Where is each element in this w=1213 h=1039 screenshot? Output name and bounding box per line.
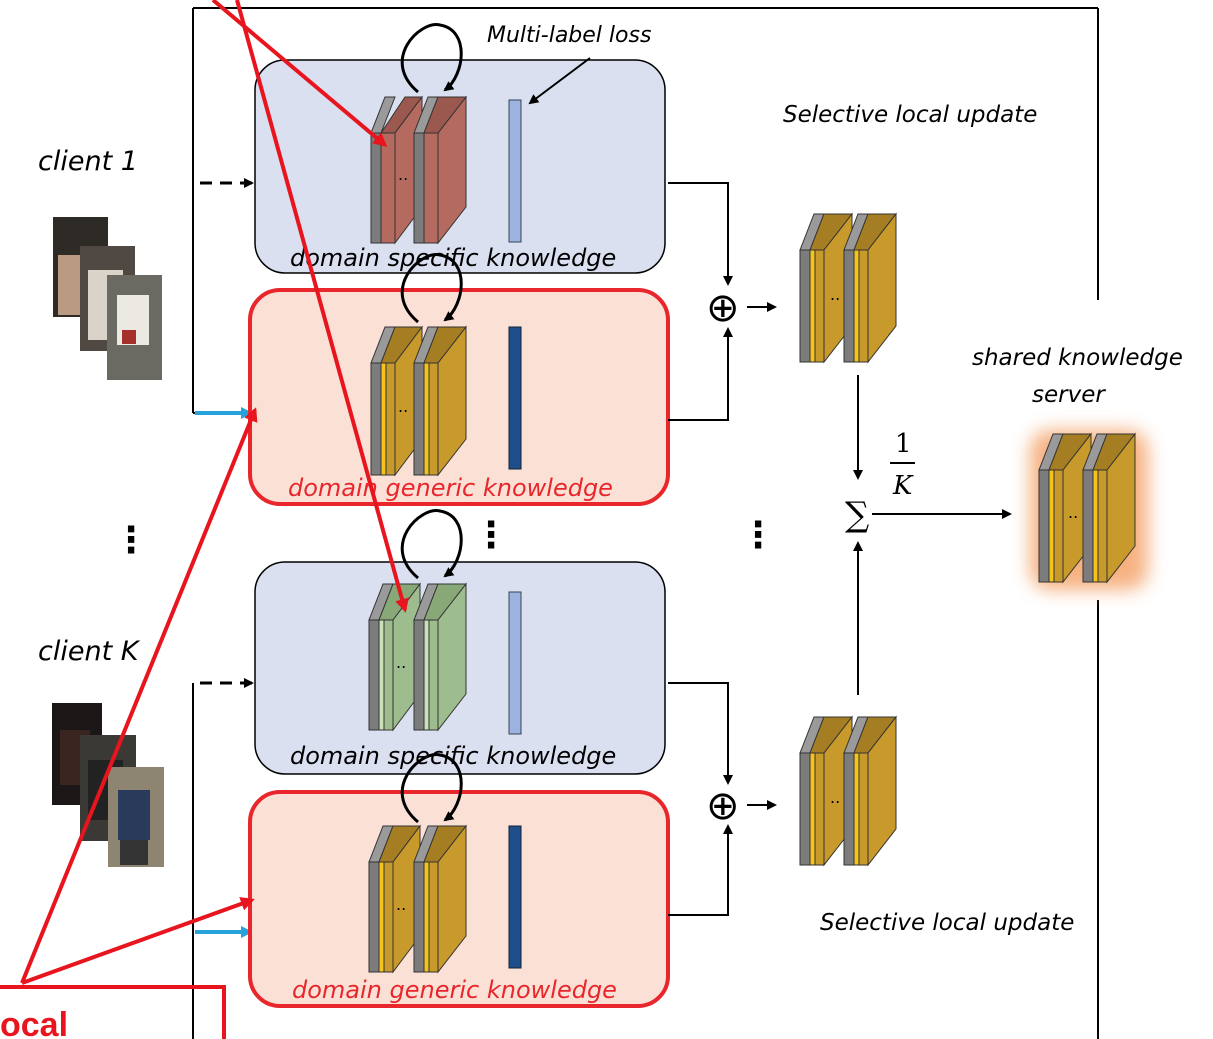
light-blue-bar-bottom: [508, 591, 522, 735]
layer-dots: ..: [830, 788, 840, 807]
ellipsis-middle: ⋮: [473, 515, 509, 556]
client-k-label: client K: [38, 636, 141, 667]
client-k-images: person-image-stack-icon: [52, 703, 164, 867]
light-blue-bar-top: [508, 99, 522, 243]
top-fusion-connectors: [668, 182, 777, 421]
dark-blue-bar-bottom: [508, 825, 522, 969]
ellipsis-left: ⋮: [113, 520, 149, 561]
multi-label-loss-label: Multi-label loss: [487, 23, 651, 48]
shared-knowledge-label-line2: server: [1032, 382, 1106, 408]
layer-dots: ..: [1068, 503, 1078, 522]
fraction-denominator: K: [892, 471, 914, 501]
layer-dots: ..: [396, 653, 406, 672]
layer-dots: ..: [396, 895, 406, 914]
selective-local-update-top: Selective local update: [783, 102, 1037, 128]
layer-dots: ..: [398, 397, 408, 416]
domain-generic-label-bottom: domain generic knowledge: [292, 976, 617, 1004]
domain-generic-label-top: domain generic knowledge: [288, 474, 613, 502]
selective-local-update-bottom: Selective local update: [820, 910, 1074, 936]
generic-layer-stack-bottom: ..: [368, 824, 468, 974]
fraction-numerator: 1: [895, 429, 912, 459]
fused-layer-stack-bottom: ..: [799, 715, 898, 867]
specific-layer-stack-bottom: ..: [368, 582, 468, 732]
client-1-label: client 1: [38, 146, 138, 177]
red-annotation-arrows: [20, 0, 409, 985]
shared-knowledge-label-line1: shared knowledge: [972, 345, 1183, 371]
ellipsis-right: ⋮: [740, 515, 776, 556]
feedback-loop-icon: [400, 509, 463, 580]
client-1-images: person-image-stack-icon: [53, 217, 162, 380]
outer-frame: [192, 7, 1099, 1039]
oplus-icon: ⊕: [706, 285, 740, 331]
red-annotation-box: [0, 985, 226, 1039]
feedback-loop-icon: [400, 753, 463, 824]
feedback-loop-icon: [400, 253, 463, 324]
layer-dots: ..: [830, 285, 840, 304]
layer-dots: ..: [398, 165, 408, 184]
multi-label-loss-arrow: [528, 57, 591, 105]
dark-blue-bar-top: [508, 326, 522, 470]
bottom-fusion-connectors: [668, 682, 777, 916]
domain-specific-label-bottom: domain specific knowledge: [290, 742, 616, 770]
server-layer-stack: ..: [1038, 432, 1137, 584]
specific-layer-stack-top: ..: [370, 95, 468, 245]
domain-specific-label-top: domain specific knowledge: [290, 244, 616, 272]
sum-icon: ∑: [845, 495, 869, 535]
local-annotation-label: ocal: [0, 1006, 68, 1039]
feedback-loop-icon: [400, 23, 463, 94]
fused-layer-stack-top: ..: [799, 212, 898, 364]
oplus-icon: ⊕: [706, 783, 740, 829]
generic-layer-stack-top: ..: [370, 325, 468, 477]
